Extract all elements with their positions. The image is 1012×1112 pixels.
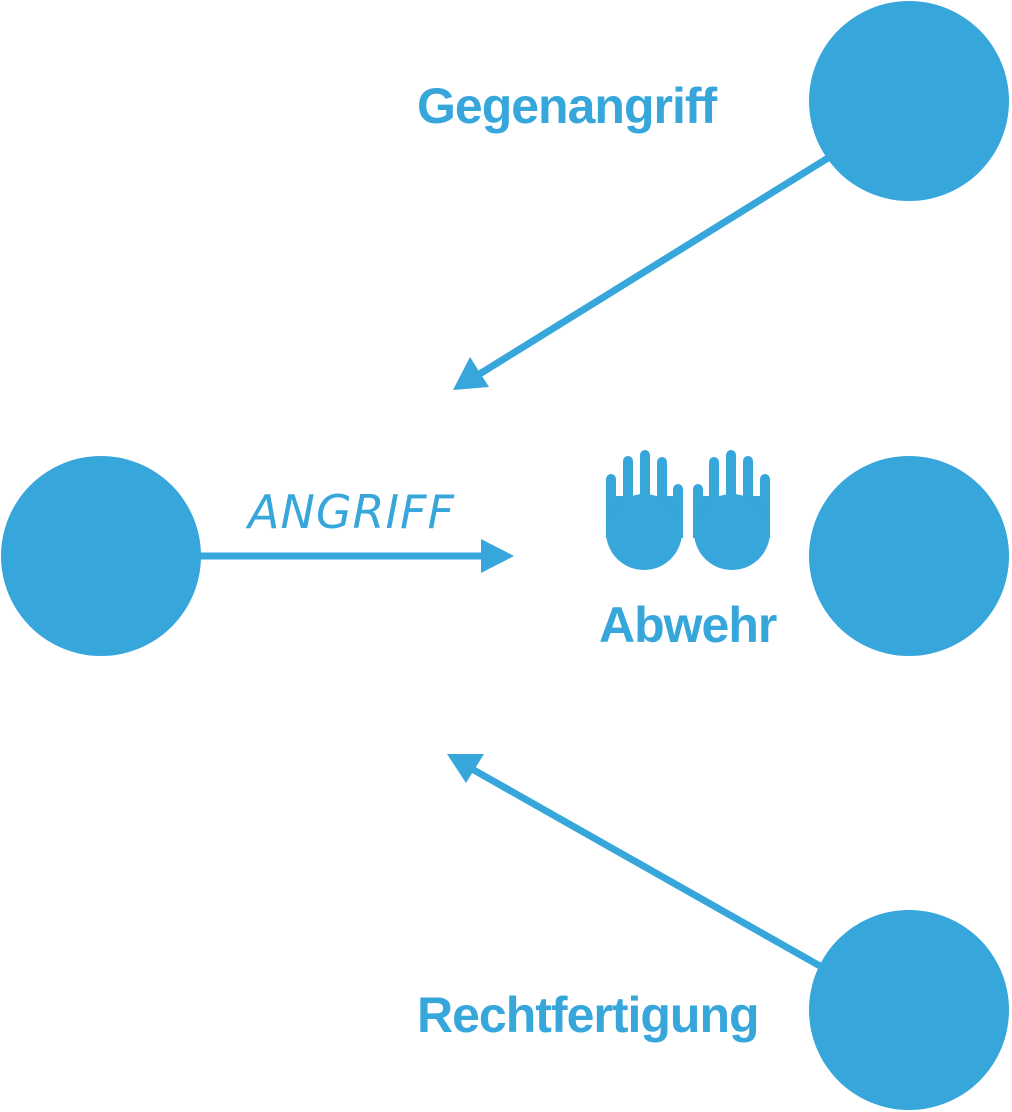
label-counterattack: Gegenangriff <box>417 78 717 134</box>
right-hand <box>693 450 770 570</box>
arrow-justification <box>447 754 822 970</box>
label-justification: Rechtfertigung <box>417 987 759 1043</box>
left-hand <box>606 450 683 570</box>
arrow-counterattack <box>453 155 830 390</box>
node-right <box>809 456 1009 656</box>
node-left <box>1 456 201 656</box>
node-bottom-right <box>809 910 1009 1110</box>
label-attack: ANGRIFF <box>245 485 455 539</box>
raised-hands-icon <box>606 450 770 570</box>
label-defense: Abwehr <box>599 597 777 653</box>
node-top-right <box>809 1 1009 201</box>
arrow-attack <box>200 539 514 573</box>
